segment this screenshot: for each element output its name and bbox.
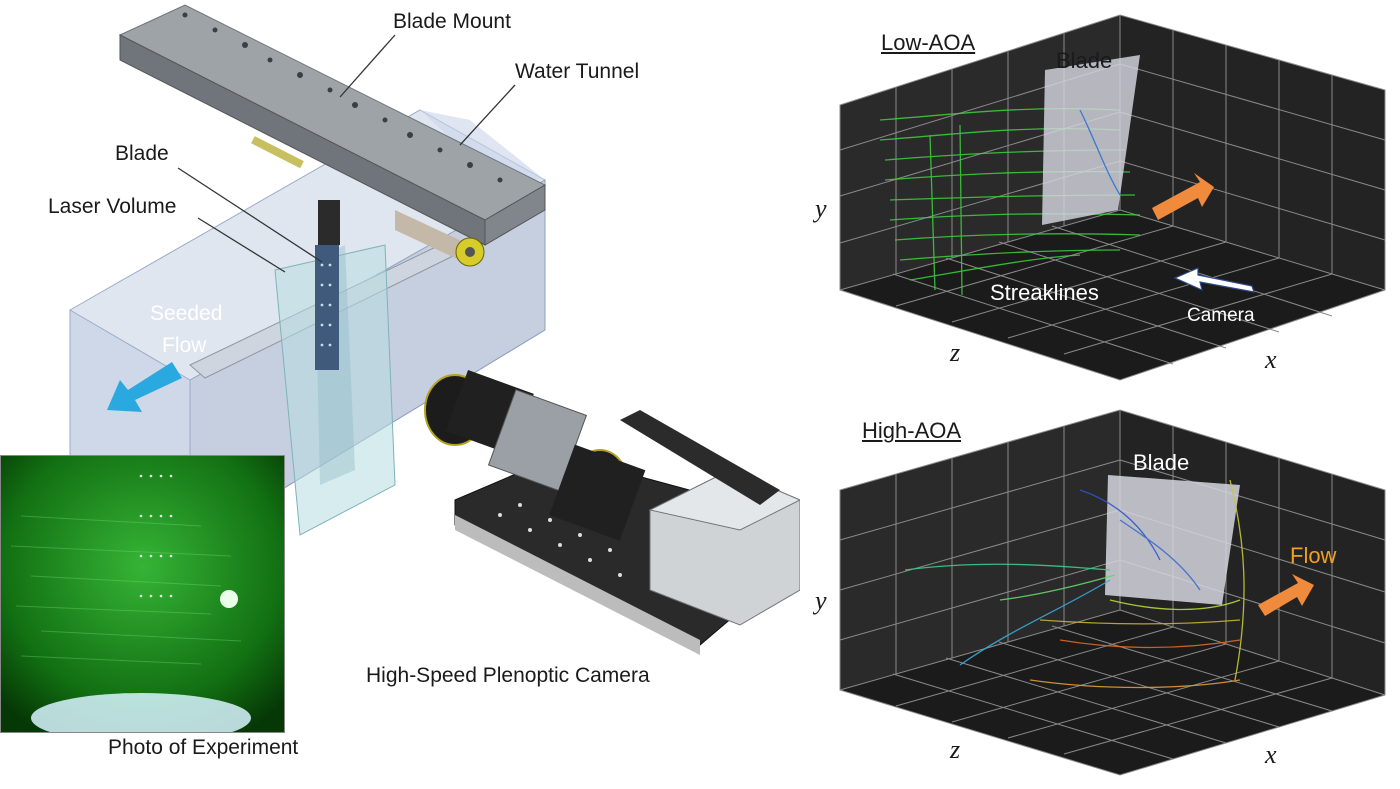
seeded-flow-label-line1: Seeded [150,302,223,325]
camera-label: High-Speed Plenoptic Camera [366,664,650,687]
blade-mount-beam [118,4,547,267]
plot2-title: High-AOA [862,418,962,443]
plot2-x-axis-label: x [1265,740,1277,769]
experiment-setup-illustration [69,4,800,655]
plot2-flow-label: Flow [1290,543,1337,568]
plot1-camera-label: Camera [1187,305,1255,326]
leader-lines [177,34,516,273]
laser-volume-label: Laser Volume [48,195,177,218]
blade-mount-label: Blade Mount [393,10,511,33]
plot1-z-axis-label: z [950,338,961,367]
plot2-z-axis-label: z [950,735,961,764]
plot1-x-axis-label: x [1265,345,1277,374]
plot2-blade-label: Blade [1133,450,1190,475]
experiment-photo [0,455,285,733]
plot2-y-axis-label: y [815,586,827,615]
water-tunnel-label: Water Tunnel [515,60,640,83]
plot1-streaklines-label: Streaklines [990,280,1099,305]
plot1-blade-label: Blade [1056,48,1113,73]
photo-label: Photo of Experiment [108,736,299,759]
plenoptic-camera [424,369,800,655]
blade-label: Blade [115,142,169,165]
seeded-flow-label-line2: Flow [162,334,207,357]
plot-low-aoa [839,14,1386,381]
plot1-title: Low-AOA [881,30,976,55]
plot1-y-axis-label: y [815,194,827,223]
plot-high-aoa [839,409,1386,776]
blade-model [315,200,340,370]
seeded-flow-arrow [107,362,182,412]
